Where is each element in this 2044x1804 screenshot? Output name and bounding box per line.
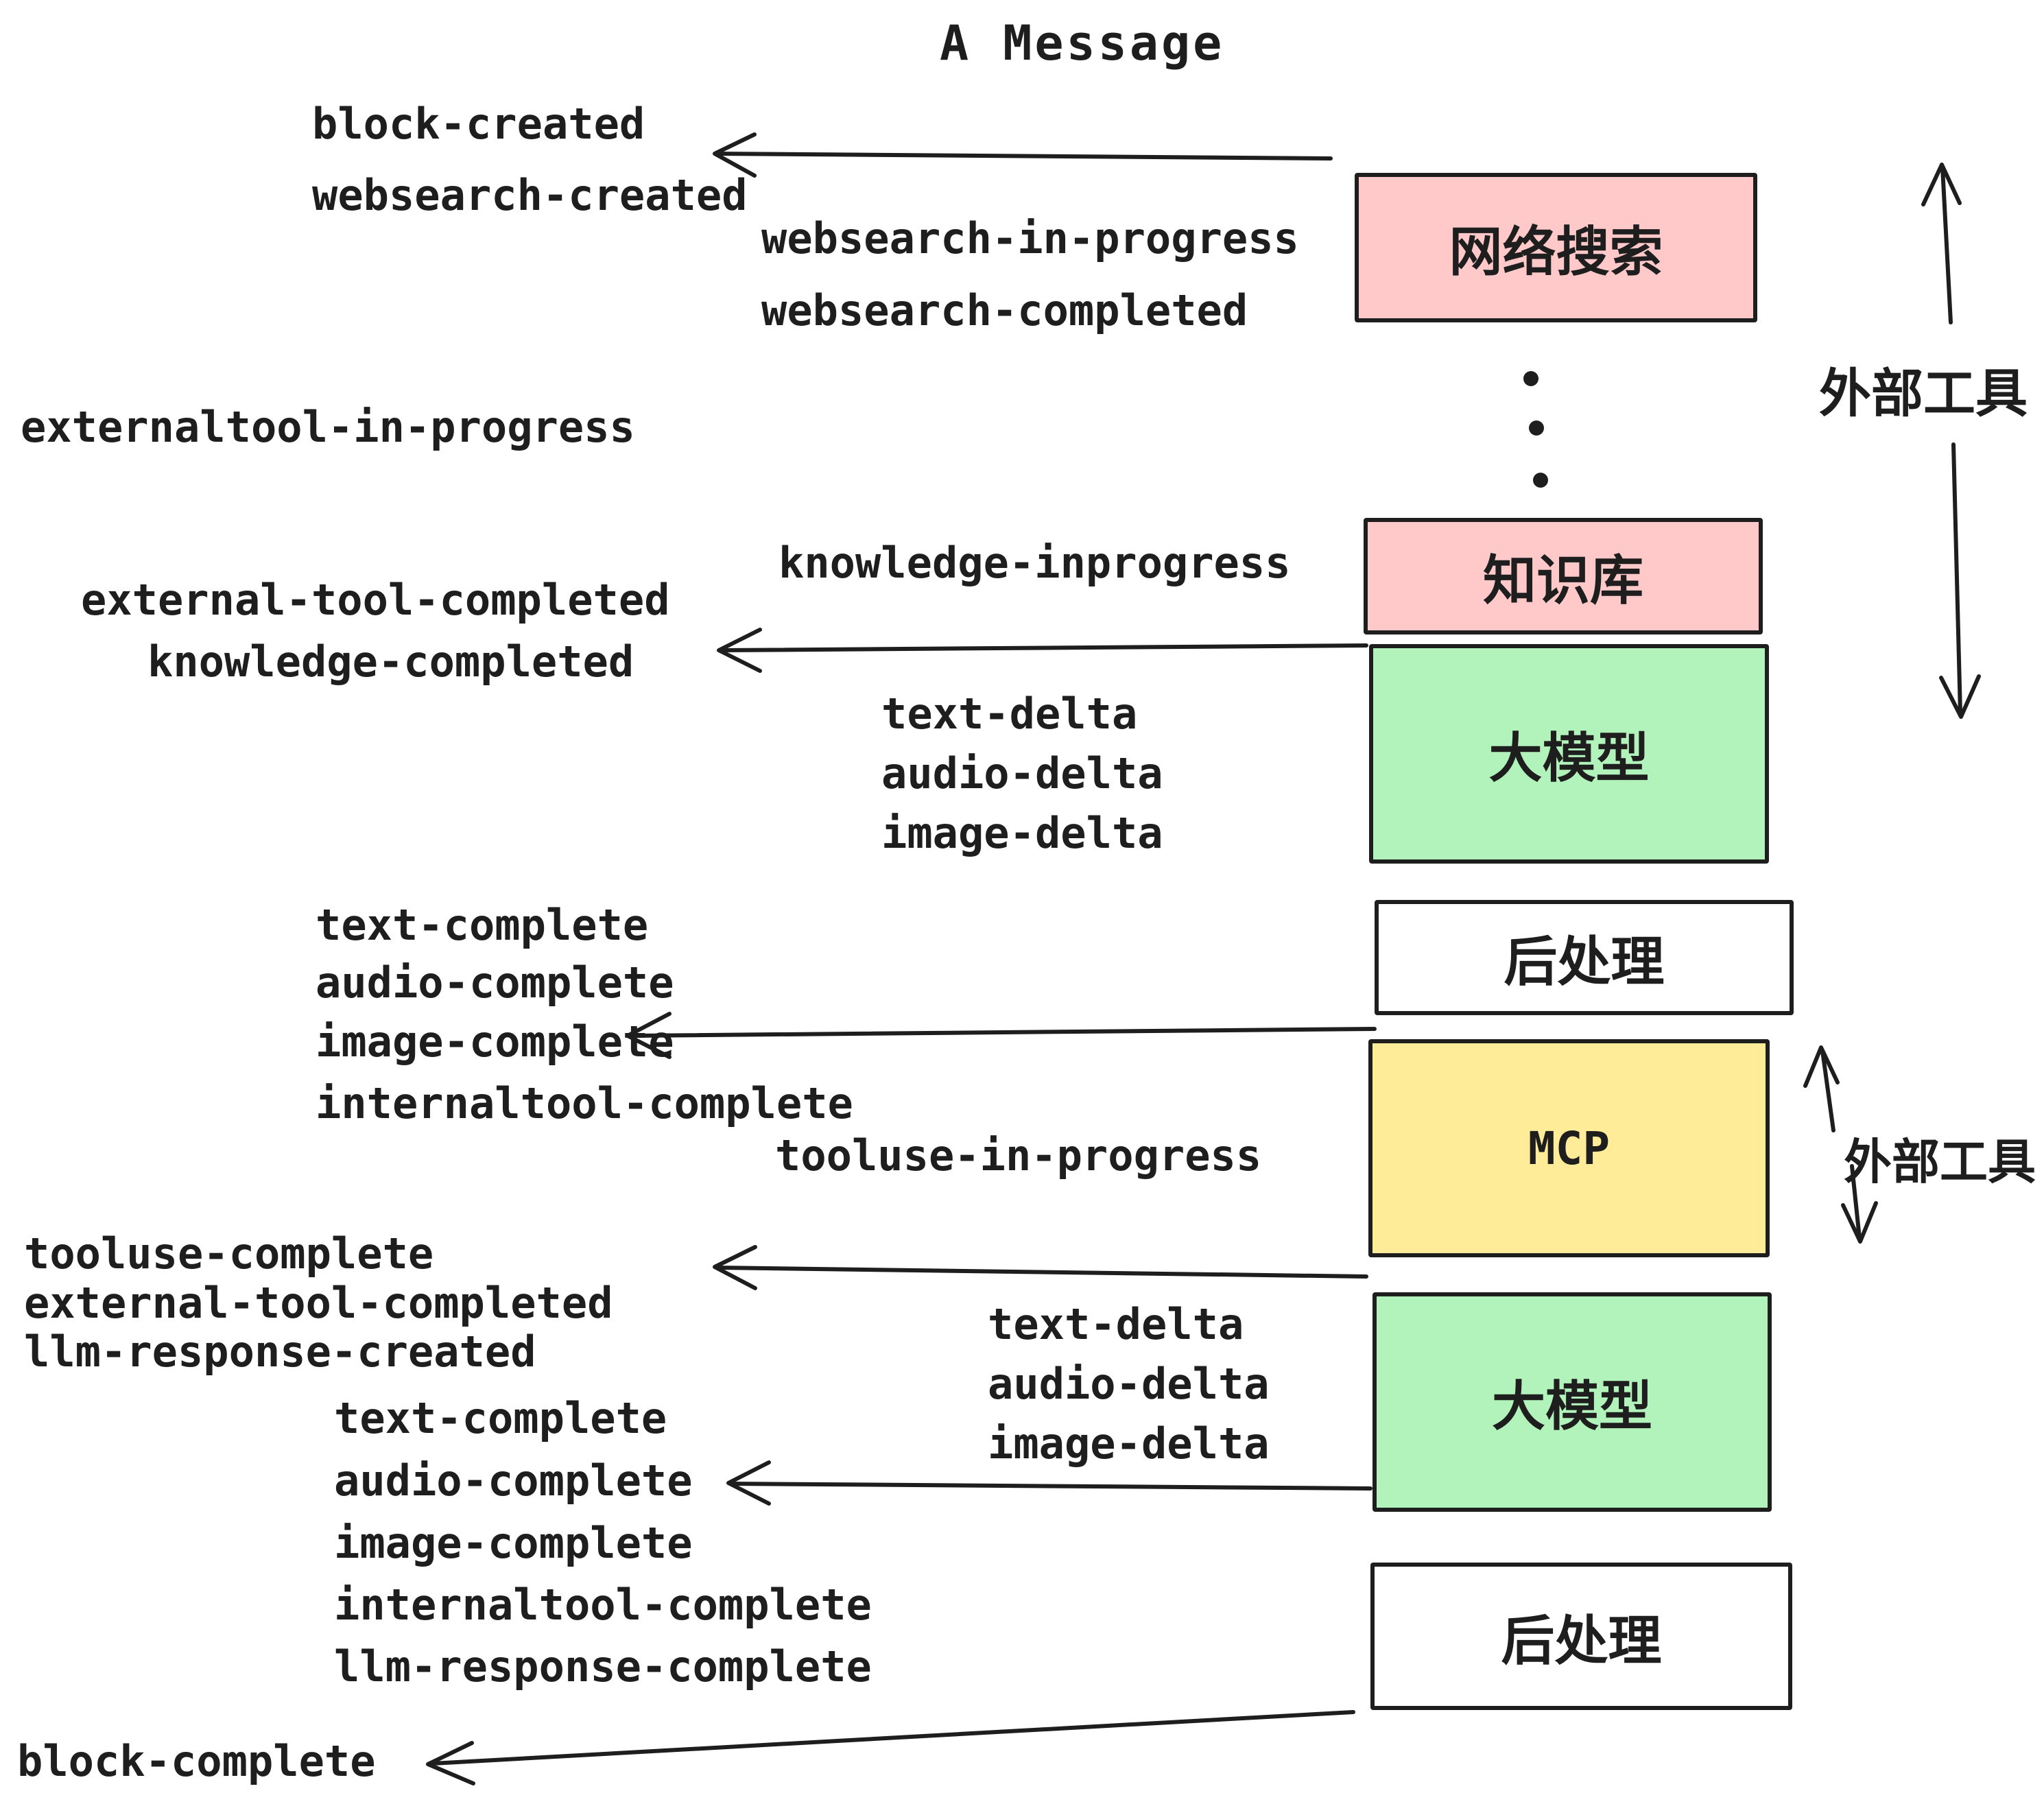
ellipsis-dot-2 [1529, 420, 1544, 436]
event-llm-response-created: llm-response-created [24, 1327, 536, 1377]
arrow-knowledge-to-completed [717, 628, 1368, 673]
arrow-mcp-to-tooluse-complete [713, 1245, 1368, 1290]
external-tools-up-arrow [1921, 163, 1962, 324]
box-llm-2: 大模型 [1372, 1292, 1772, 1512]
box-mcp: MCP [1368, 1039, 1770, 1257]
box-llm-1: 大模型 [1369, 644, 1769, 864]
event-audio-complete-1: audio-complete [316, 958, 674, 1008]
event-internaltool-complete-2: internaltool-complete [334, 1580, 872, 1630]
event-audio-delta-1: audio-delta [881, 748, 1163, 798]
event-audio-complete-2: audio-complete [334, 1456, 693, 1506]
event-block-created: block-created [312, 99, 645, 149]
event-external-tool-completed-1: external-tool-completed [81, 575, 670, 625]
event-text-delta-2: text-delta [988, 1299, 1244, 1349]
page-title: A Message [940, 15, 1225, 71]
event-externaltool-in-progress: externaltool-in-progress [21, 402, 635, 452]
event-image-complete-1: image-complete [316, 1017, 674, 1067]
event-tooluse-in-progress: tooluse-in-progress [775, 1130, 1262, 1180]
arrow-llm2-to-complete [726, 1460, 1372, 1506]
event-websearch-in-progress: websearch-in-progress [761, 213, 1299, 263]
event-text-complete-1: text-complete [316, 900, 649, 950]
event-tooluse-complete: tooluse-complete [24, 1229, 434, 1279]
event-websearch-created: websearch-created [312, 170, 748, 220]
event-knowledge-completed: knowledge-completed [147, 637, 634, 687]
event-image-complete-2: image-complete [334, 1518, 693, 1568]
event-text-complete-2: text-complete [334, 1393, 667, 1443]
external-tools-label-mcp: 外部工具 [1844, 1134, 2036, 1190]
event-llm-response-complete: llm-response-complete [334, 1641, 872, 1692]
event-block-complete: block-complete [17, 1736, 376, 1786]
ellipsis-dot-3 [1533, 473, 1548, 488]
event-image-delta-2: image-delta [988, 1419, 1270, 1469]
event-external-tool-completed-2: external-tool-completed [24, 1278, 613, 1328]
event-websearch-completed: websearch-completed [761, 285, 1248, 335]
ellipsis-dot-1 [1523, 371, 1538, 386]
arrow-postprocess1-to-complete [626, 1012, 1377, 1059]
box-postprocess-2: 后处理 [1370, 1563, 1792, 1710]
event-knowledge-inprogress: knowledge-inprogress [779, 538, 1291, 588]
external-tools-down-arrow [1939, 442, 1981, 719]
arrow-websearch-to-created [713, 132, 1333, 178]
box-websearch: 网络搜索 [1355, 173, 1757, 322]
event-text-delta-1: text-delta [881, 689, 1138, 739]
box-postprocess-1: 后处理 [1375, 900, 1794, 1015]
event-internaltool-complete-1: internaltool-complete [316, 1078, 853, 1128]
mcp-external-tools-up-arrow [1803, 1045, 1840, 1132]
box-knowledge: 知识库 [1364, 518, 1763, 634]
external-tools-label-top: 外部工具 [1819, 363, 2028, 424]
event-image-delta-1: image-delta [881, 808, 1163, 858]
event-audio-delta-2: audio-delta [988, 1359, 1270, 1409]
arrow-postprocess2-to-block-complete [426, 1710, 1355, 1785]
